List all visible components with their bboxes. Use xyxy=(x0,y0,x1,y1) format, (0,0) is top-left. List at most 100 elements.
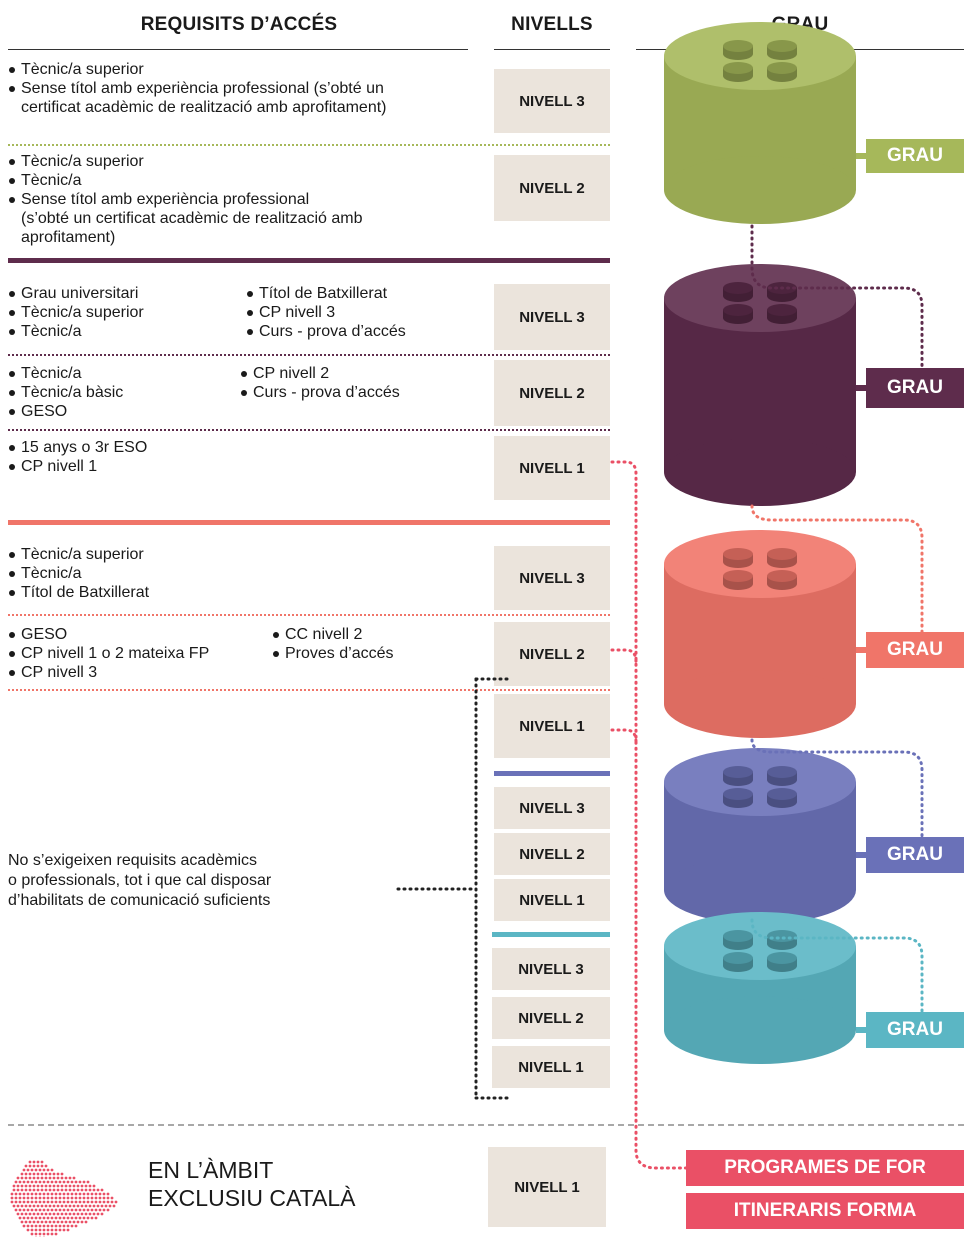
map-dot xyxy=(86,1216,90,1220)
map-dot xyxy=(32,1160,36,1164)
map-dot xyxy=(18,1200,22,1204)
map-dot xyxy=(68,1204,72,1208)
map-dot xyxy=(64,1188,68,1192)
header-requisits: REQUISITS D’ACCÉS xyxy=(140,14,338,35)
lego-cylinder xyxy=(664,748,866,924)
map-dot xyxy=(72,1184,76,1188)
map-dot xyxy=(32,1172,36,1176)
map-dot xyxy=(48,1188,52,1192)
cylinders xyxy=(664,22,866,1064)
programes-banner: PROGRAMES DE FOR xyxy=(686,1150,964,1186)
map-dot xyxy=(78,1200,82,1204)
map-dot xyxy=(54,1196,58,1200)
map-dot xyxy=(30,1232,34,1236)
map-dot xyxy=(12,1204,16,1208)
map-dot xyxy=(100,1212,104,1216)
map-dot xyxy=(88,1184,92,1188)
map-dot xyxy=(26,1208,30,1212)
map-dot xyxy=(60,1188,64,1192)
dashed-separator xyxy=(8,1124,964,1126)
map-dot xyxy=(10,1200,14,1204)
stud-top xyxy=(723,282,753,294)
scope-line-2: EXCLUSIU CATALÀ xyxy=(148,1185,356,1211)
map-dot xyxy=(78,1196,82,1200)
level-box-group4-n1: NIVELL 1 xyxy=(494,879,610,921)
map-dot xyxy=(82,1180,86,1184)
map-dot xyxy=(62,1180,66,1184)
req-item: Tècnic/a xyxy=(8,564,149,583)
map-dot xyxy=(36,1172,40,1176)
map-dot xyxy=(22,1192,26,1196)
map-dot xyxy=(90,1196,94,1200)
stud-top xyxy=(767,930,797,942)
map-dot xyxy=(98,1200,102,1204)
map-dot xyxy=(82,1200,86,1204)
level-box-group2-n1: NIVELL 1 xyxy=(494,436,610,500)
req-item: Curs - prova d’accés xyxy=(246,322,406,341)
cylinder-top xyxy=(664,748,856,816)
map-dot xyxy=(18,1216,22,1220)
map-dot xyxy=(24,1172,28,1176)
map-dot xyxy=(58,1180,62,1184)
map-dot xyxy=(32,1164,36,1168)
map-dot xyxy=(28,1204,32,1208)
map-dot xyxy=(84,1188,88,1192)
map-dot xyxy=(74,1224,78,1228)
map-dot xyxy=(90,1208,94,1212)
map-dot xyxy=(30,1224,34,1228)
req-item: Tècnic/a xyxy=(8,171,363,190)
header-rule-requisits xyxy=(8,49,468,50)
map-dot xyxy=(82,1192,86,1196)
map-dot xyxy=(68,1184,72,1188)
map-dot xyxy=(86,1192,90,1196)
map-dot xyxy=(30,1192,34,1196)
map-dot xyxy=(44,1172,48,1176)
level-box-group4-n2: NIVELL 2 xyxy=(494,833,610,875)
map-dot xyxy=(40,1220,44,1224)
map-dot xyxy=(74,1196,78,1200)
req-item: Títol de Batxillerat xyxy=(8,583,149,602)
map-dot xyxy=(34,1224,38,1228)
separator-dotted xyxy=(8,429,610,431)
level-box-group2-n3: NIVELL 3 xyxy=(494,284,610,350)
map-dot xyxy=(46,1232,50,1236)
req-item: GESO xyxy=(8,625,209,644)
map-dot xyxy=(62,1228,66,1232)
map-dot xyxy=(28,1212,32,1216)
map-dot xyxy=(36,1204,40,1208)
stud-top xyxy=(723,40,753,52)
map-dot xyxy=(68,1220,72,1224)
note-line: d’habilitats de comunicació suficients xyxy=(8,892,271,909)
map-dot xyxy=(76,1188,80,1192)
connector-teal xyxy=(750,918,924,1014)
map-dot xyxy=(50,1224,54,1228)
map-dot xyxy=(34,1196,38,1200)
map-dot xyxy=(10,1192,14,1196)
map-dot xyxy=(78,1192,82,1196)
map-dot xyxy=(20,1184,24,1188)
map-dot xyxy=(20,1204,24,1208)
map-dot xyxy=(26,1168,30,1172)
req-group3-n3: Tècnic/a superior Tècnic/a Títol de Batx… xyxy=(8,545,149,602)
req-item: Títol de Batxillerat xyxy=(246,284,406,303)
map-dot xyxy=(70,1216,74,1220)
map-dot xyxy=(70,1196,74,1200)
map-dot xyxy=(38,1228,42,1232)
map-dot xyxy=(52,1220,56,1224)
map-dot xyxy=(32,1188,36,1192)
map-dot xyxy=(20,1176,24,1180)
map-dot xyxy=(88,1212,92,1216)
level-box-catalan: NIVELL 1 xyxy=(488,1147,606,1227)
group-divider xyxy=(492,932,610,937)
map-dot xyxy=(24,1188,28,1192)
map-dot xyxy=(80,1188,84,1192)
grau-link xyxy=(856,385,866,391)
level-box-group5-n1: NIVELL 1 xyxy=(492,1046,610,1088)
map-dot xyxy=(14,1208,18,1212)
map-dot xyxy=(92,1212,96,1216)
scope-line-1: EN L’ÀMBIT xyxy=(148,1157,274,1183)
map-dot xyxy=(22,1200,26,1204)
map-dot xyxy=(22,1196,26,1200)
map-dot xyxy=(40,1212,44,1216)
map-dot xyxy=(42,1200,46,1204)
